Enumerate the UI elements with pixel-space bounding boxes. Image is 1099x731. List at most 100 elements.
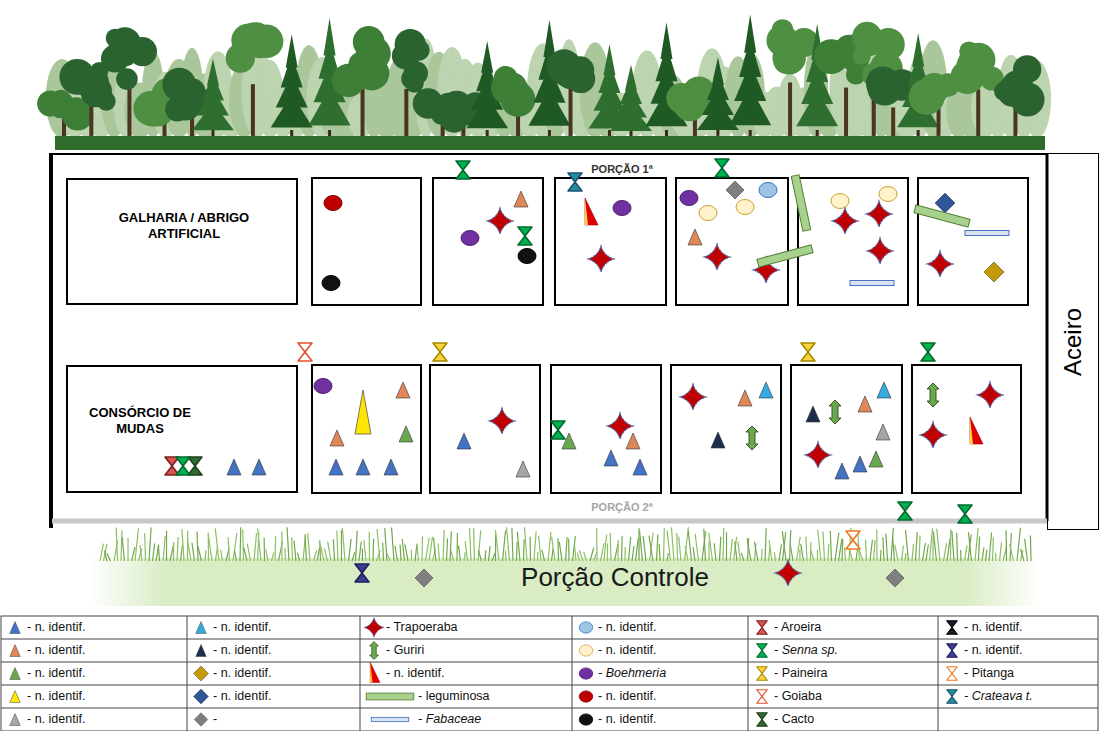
hourglass-symbol: [757, 644, 768, 658]
grass-blade: [667, 530, 670, 561]
grass-blade: [317, 547, 320, 561]
trapoeraba-symbol: [832, 208, 858, 234]
triangle-symbol: [853, 456, 867, 472]
trapoeraba-symbol: [489, 408, 515, 434]
hourglass-symbol: [757, 667, 768, 681]
tree-trunk: [127, 87, 131, 138]
grass-blade: [149, 527, 151, 561]
plant-symbol: [227, 459, 241, 475]
legend-row-line: [1, 685, 1098, 686]
plant-symbol: [579, 645, 593, 656]
legend-row-line: [1, 639, 1098, 640]
plant-symbol: [757, 621, 768, 635]
plant-symbol: [355, 564, 369, 582]
grass-blade: [932, 536, 933, 561]
plant-symbol: [965, 231, 1009, 236]
hourglass-symbol: [433, 343, 447, 361]
plant-symbol: [876, 424, 890, 440]
grass-blade: [774, 552, 775, 561]
diamond-symbol: [194, 689, 209, 704]
grass-blade: [667, 553, 668, 561]
grass-blade: [198, 546, 202, 561]
plant-symbol: [866, 201, 892, 227]
grass-blade: [548, 532, 551, 561]
plant-symbol: [613, 201, 631, 216]
grass-blade: [841, 539, 843, 561]
grass-blade: [187, 539, 191, 561]
tree-crown: [116, 68, 138, 90]
grass-blade: [579, 550, 583, 561]
hourglass-symbol: [456, 161, 470, 179]
plant-symbol: [759, 183, 777, 198]
legend-row-line: [1, 662, 1098, 663]
grass-blade: [559, 542, 562, 561]
grass-blade: [505, 551, 507, 561]
tree-crown: [444, 97, 473, 126]
grass-blade: [1025, 539, 1028, 561]
hourglass-symbol: [757, 690, 768, 704]
hourglass-symbol: [947, 690, 958, 704]
grass-blade: [610, 533, 612, 561]
hourglass-symbol: [801, 343, 815, 361]
legend-text: - Boehmeria: [598, 666, 666, 680]
grass-blade: [235, 551, 237, 561]
grass-blade: [865, 539, 867, 561]
trapoeraba-symbol: [607, 413, 633, 439]
grass-blade: [258, 528, 261, 561]
tree-crown: [912, 82, 943, 113]
grass-blade: [503, 531, 506, 561]
legend-col-line: [938, 616, 939, 731]
plant-symbol: [914, 205, 970, 227]
plant-symbol: [688, 229, 702, 245]
grass-blade: [517, 532, 520, 561]
plant-symbol: [877, 382, 891, 398]
plant-symbol: [298, 343, 312, 361]
grass-blade: [688, 530, 691, 561]
grass-blade: [208, 535, 212, 561]
grass-blade: [671, 527, 674, 561]
hourglass-symbol: [947, 667, 958, 681]
conifer-crown: [697, 102, 739, 130]
plant-symbol: [680, 384, 706, 410]
diamond-symbol: [935, 193, 955, 213]
tree-trunk: [569, 87, 573, 138]
tree-crown: [392, 42, 420, 70]
triangle-symbol: [399, 426, 413, 442]
triangle-symbol: [196, 622, 207, 634]
grass-blade: [790, 544, 793, 561]
triangle-symbol: [604, 450, 618, 466]
grass-blade: [982, 547, 984, 561]
legend-text: -: [213, 712, 217, 726]
triangle-symbol: [10, 622, 21, 634]
grass-blade: [714, 543, 716, 561]
plant-symbol: [927, 251, 953, 277]
plot-box: [791, 365, 902, 493]
plant-symbol: [252, 459, 266, 475]
legend-text: - n. identif.: [598, 712, 656, 726]
grass-blade: [650, 533, 654, 561]
circle-symbol: [314, 379, 332, 394]
grass-blade: [1005, 530, 1007, 561]
grass-blade: [337, 530, 338, 561]
grass-blade: [156, 545, 159, 561]
grass-blade: [158, 546, 159, 561]
grass-blade: [754, 542, 758, 561]
tree-trunk: [844, 88, 848, 138]
plant-symbol: [858, 396, 872, 412]
plant-symbol: [196, 645, 207, 657]
plant-symbol: [487, 208, 513, 234]
tree-crown: [494, 66, 518, 90]
plant-symbol: [196, 622, 207, 634]
grass-blade: [153, 543, 155, 561]
plant-symbol: [791, 175, 810, 231]
plant-symbol: [947, 644, 958, 658]
grass-blade: [708, 541, 709, 561]
trapoeraba-symbol: [588, 246, 614, 272]
plant-symbol: [746, 426, 758, 450]
plot-frame: [50, 153, 1047, 528]
plant-symbol: [370, 642, 379, 660]
diamond-symbol: [415, 569, 433, 587]
legend-border: [1, 616, 1098, 731]
grass-blade: [989, 533, 992, 561]
legend-text: - n. identif.: [27, 620, 85, 634]
